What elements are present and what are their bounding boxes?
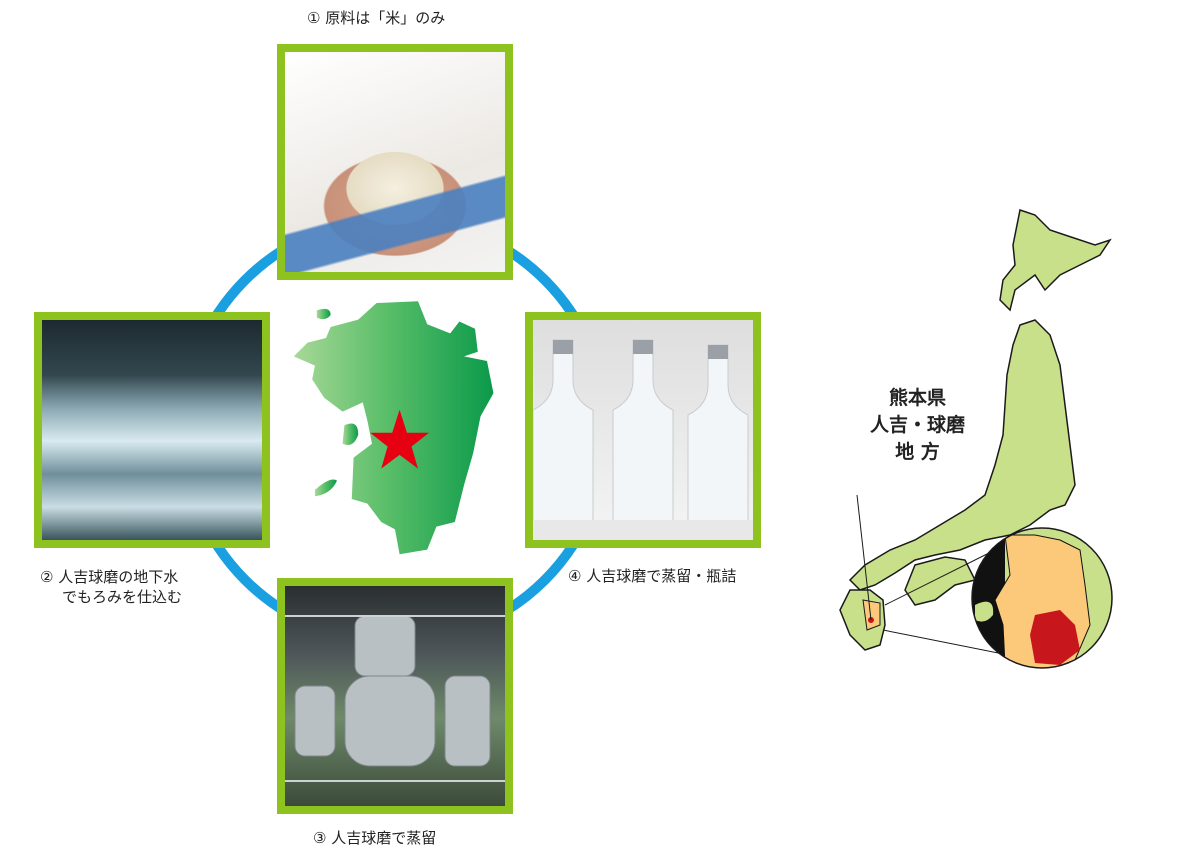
- region-label: 熊本県 人吉・球磨 地 方: [855, 385, 980, 466]
- region-label-line2: 人吉・球磨: [869, 414, 965, 436]
- photo-rice: [277, 44, 513, 280]
- region-label-line1: 熊本県: [888, 387, 946, 409]
- photo-distillery: [277, 578, 513, 814]
- star-icon: [370, 409, 430, 469]
- region-label-line3: 地 方: [895, 441, 940, 463]
- photo-river: [34, 312, 270, 548]
- step2-label-line2: でもろみを仕込む: [62, 588, 183, 606]
- japan-map: [839, 209, 1113, 669]
- photo-bottles: [525, 312, 761, 548]
- step3-label: ③ 人吉球磨で蒸留: [313, 829, 437, 847]
- step2-label-line1: ② 人吉球磨の地下水: [40, 568, 179, 586]
- kyushu-map: [293, 301, 494, 555]
- step1-label: ① 原料は「米」のみ: [307, 9, 446, 27]
- magnified-region: [971, 527, 1113, 669]
- step4-label: ④ 人吉球磨で蒸留・瓶詰: [568, 567, 737, 585]
